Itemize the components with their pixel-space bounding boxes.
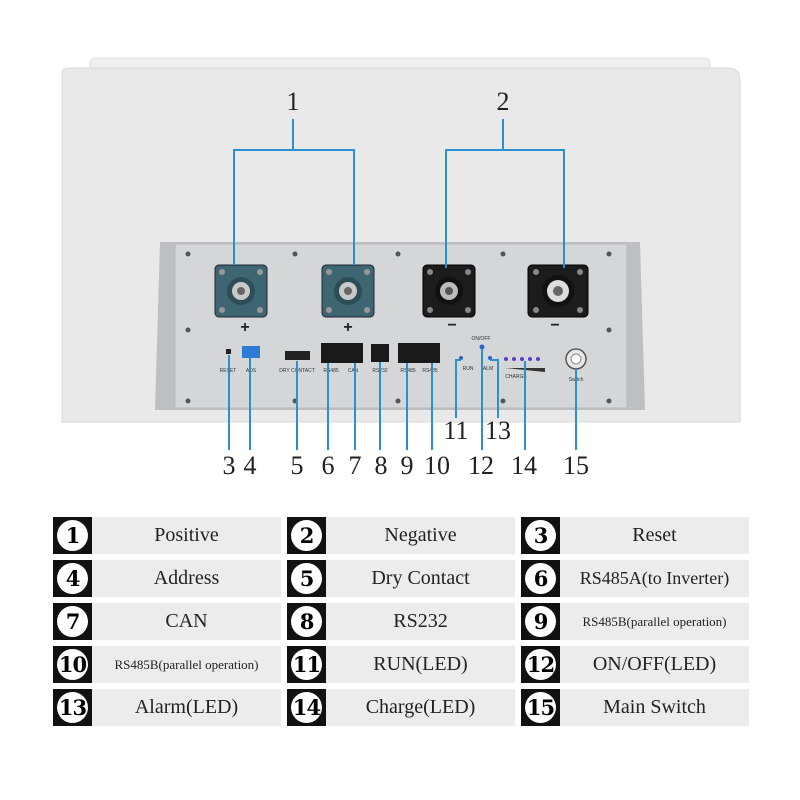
legend-item-address: 4 Address	[53, 560, 281, 597]
legend-label: ON/OFF(LED)	[592, 653, 717, 675]
polarity-neg-1: −	[447, 317, 456, 334]
number-badge: 12	[521, 646, 560, 683]
callout-15: 15	[563, 451, 589, 480]
callout-8: 8	[375, 451, 388, 480]
callout-10: 10	[424, 451, 450, 480]
legend-row: 13 Alarm(LED) 14 Charge(LED) 15 Main Switch	[53, 689, 750, 726]
callout-6: 6	[322, 451, 335, 480]
positive-terminal-1	[214, 264, 268, 318]
legend-item-can: 7 CAN	[53, 603, 281, 640]
number-badge: 6	[521, 560, 560, 597]
number-badge: 5	[287, 560, 326, 597]
callout-5: 5	[291, 451, 304, 480]
legend-label: RS485B(parallel operation)	[582, 613, 727, 629]
legend-item-rs232: 8 RS232	[287, 603, 515, 640]
callout-12: 12	[468, 451, 494, 480]
legend-label: RS485B(parallel operation)	[114, 656, 259, 672]
legend-item-positive: 1 Positive	[53, 517, 281, 554]
number-badge: 4	[53, 560, 92, 597]
rs485-label: RS485	[323, 368, 339, 374]
legend-label: Positive	[154, 524, 219, 546]
legend-row: 7 CAN 8 RS232 9 RS485B(parallel operation)	[53, 603, 750, 640]
main-switch-cap	[570, 353, 582, 365]
number-badge: 11	[287, 646, 326, 683]
polarity-pos-2: +	[343, 319, 352, 336]
legend-item-run-led: 11 RUN(LED)	[287, 646, 515, 683]
legend-label: RUN(LED)	[373, 653, 468, 675]
legend-label: Negative	[384, 524, 457, 546]
dry-contact-port	[285, 351, 310, 360]
on-off-label: ON/OFF	[472, 336, 491, 342]
reset-button	[226, 349, 231, 354]
number-badge: 14	[287, 689, 326, 726]
legend-item-negative: 2 Negative	[287, 517, 515, 554]
legend-row: 1 Positive 2 Negative 3 Reset	[53, 517, 750, 554]
polarity-neg-2: −	[550, 317, 559, 334]
legend-label: Main Switch	[603, 696, 706, 718]
polarity-pos-1: +	[240, 319, 249, 336]
legend-item-rs485b-1: 9 RS485B(parallel operation)	[521, 603, 749, 640]
run-label: RUN	[463, 366, 474, 372]
legend-item-rs485a: 6 RS485A(to Inverter)	[521, 560, 749, 597]
rs485b2-label: RS485	[422, 368, 438, 374]
legend-label: Address	[153, 567, 220, 589]
number-badge: 9	[521, 603, 560, 640]
legend-item-on-off-led: 12 ON/OFF(LED)	[521, 646, 749, 683]
callout-lines	[228, 119, 577, 450]
legend-label: Alarm(LED)	[134, 696, 239, 718]
legend-item-charge-led: 14 Charge(LED)	[287, 689, 515, 726]
number-badge: 7	[53, 603, 92, 640]
legend-table: 1 Positive 2 Negative 3 Reset 4 Address 5 Dry…	[53, 517, 750, 732]
negative-terminal-2	[527, 264, 589, 318]
legend-label: RS485A(to Inverter)	[579, 568, 730, 588]
callout-3: 3	[223, 451, 236, 480]
callout-4: 4	[244, 451, 257, 480]
legend-row: 4 Address 5 Dry Contact 6 RS485A(to Inverte…	[53, 560, 750, 597]
callout-2: 2	[497, 87, 510, 116]
legend-label: Charge(LED)	[365, 696, 476, 718]
legend-item-alarm-led: 13 Alarm(LED)	[53, 689, 281, 726]
number-badge: 1	[53, 517, 92, 554]
number-badge: 2	[287, 517, 326, 554]
legend-item-dry-contact: 5 Dry Contact	[287, 560, 515, 597]
charge-leds	[504, 357, 540, 361]
charge-label: CHARGE	[505, 374, 527, 380]
callout-1: 1	[287, 87, 300, 116]
rs485-can-port	[321, 343, 363, 363]
number-badge: 15	[521, 689, 560, 726]
number-badge: 8	[287, 603, 326, 640]
number-badge: 10	[53, 646, 92, 683]
legend-label: RS232	[393, 610, 448, 632]
callout-14: 14	[511, 451, 537, 480]
legend-label: Dry Contact	[371, 567, 470, 589]
alm-label: ALM	[483, 366, 493, 372]
legend-item-main-switch: 15 Main Switch	[521, 689, 749, 726]
legend-item-rs485b-2: 10 RS485B(parallel operation)	[53, 646, 281, 683]
legend-label: CAN	[165, 610, 208, 632]
callout-9: 9	[401, 451, 414, 480]
negative-terminal-1	[422, 264, 476, 318]
positive-terminal-2	[321, 264, 375, 318]
number-badge: 3	[521, 517, 560, 554]
on-off-led	[479, 344, 485, 350]
rs485b-port	[398, 343, 440, 363]
can-label: CAN	[348, 368, 359, 374]
rs485b1-label: RS485	[400, 368, 416, 374]
callout-11: 11	[443, 416, 468, 445]
address-label: ADS	[246, 368, 257, 374]
callout-13: 13	[485, 416, 511, 445]
legend-item-reset: 3 Reset	[521, 517, 749, 554]
legend-label: Reset	[632, 524, 677, 546]
panel-screws	[185, 251, 612, 404]
callout-7: 7	[349, 451, 362, 480]
address-dip-switch	[242, 346, 260, 358]
battery-rear-panel-diagram: + + − − RESET ADS DRY CONTACT RS485 CAN …	[61, 57, 741, 480]
rs232-port	[371, 344, 389, 362]
number-badge: 13	[53, 689, 92, 726]
